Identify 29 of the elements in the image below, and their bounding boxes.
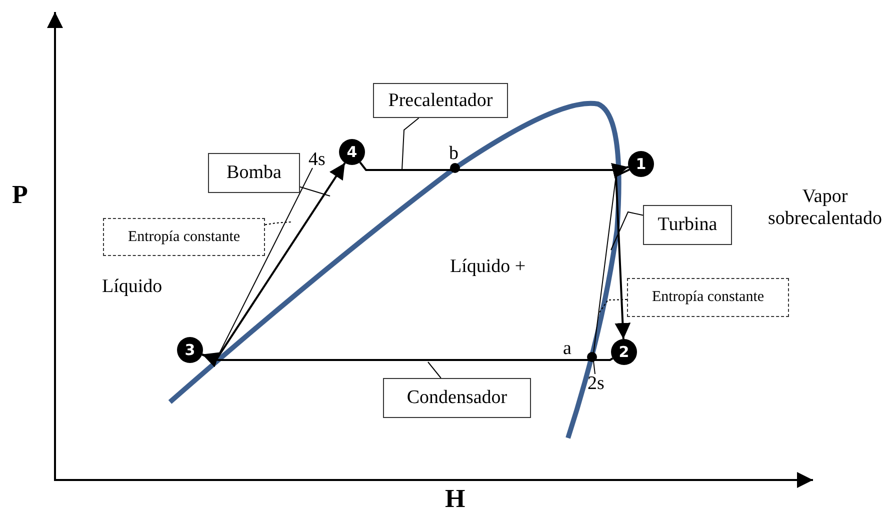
region-label: Líquido [102,276,162,298]
state-marker: 3 [177,337,203,363]
point-label: 2s [585,374,607,392]
process-arrow [614,168,631,340]
callout-box: Condensador [383,378,531,418]
callout-box: Turbina [643,205,732,245]
leader-line [428,362,442,378]
point-label: a [563,338,572,360]
leader-line [598,299,628,314]
callout-box: Bomba [208,153,300,193]
callout-box: Entropía constante [103,218,265,256]
process-arrow [202,162,346,362]
axis-title: P [12,180,28,210]
region-label: Líquido + [450,256,526,278]
process-arrow [202,352,614,368]
callout-box: Precalentador [373,83,508,118]
process-arrow [359,162,629,179]
state-marker: 2 [611,339,637,365]
state-marker: 1 [628,151,654,177]
axis-title: H [445,484,466,510]
leader-line [264,222,292,226]
leader-line [300,186,330,196]
point-label: b [449,143,458,165]
callout-box: Entropía constante [627,278,789,317]
region-label: Vapor sobrecalentado [767,186,883,230]
point-label: 4s [306,150,328,168]
leader-line [402,118,420,170]
leader-line [610,211,644,250]
state-marker: 4 [339,139,365,165]
